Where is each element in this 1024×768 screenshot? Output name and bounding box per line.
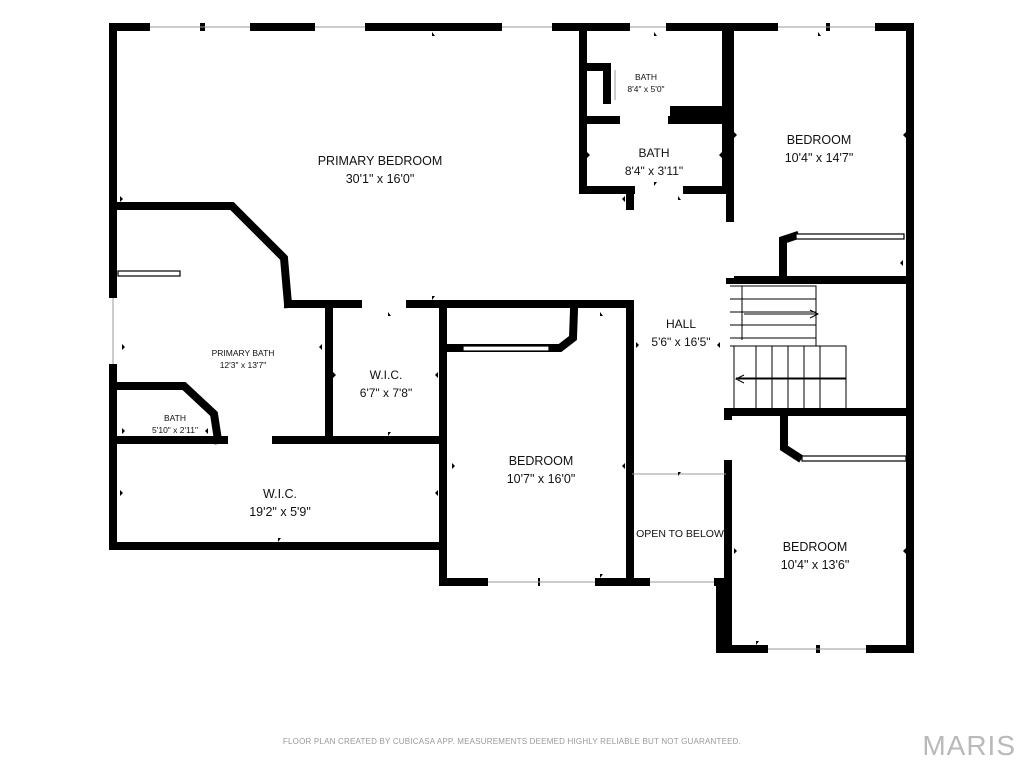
room-name-wic-small: W.I.C. (370, 368, 403, 382)
door-gap (626, 210, 634, 300)
room-name-bath-lower: BATH (638, 146, 669, 160)
room-name-primary-bath: PRIMARY BATH (212, 348, 275, 358)
walls (109, 23, 914, 653)
room-size-hall: 5'6" x 16'5" (651, 335, 710, 349)
door-gap (362, 300, 406, 308)
shelves (117, 233, 907, 462)
room-size-bedroom-ne: 10'4" x 14'7" (785, 151, 854, 165)
door-gap (620, 116, 668, 124)
room-size-bath-lower: 8'4" x 3'11" (625, 164, 683, 178)
fixture-block (670, 106, 724, 120)
room-name-bedroom-se: BEDROOM (783, 540, 848, 554)
brand-logo: MARIS (922, 730, 1016, 761)
room-labels: PRIMARY BEDROOM 30'1" x 16'0" BATH 8'4" … (152, 72, 853, 572)
room-name-hall: HALL (666, 317, 696, 331)
room-size-bedroom-se: 10'4" x 13'6" (781, 558, 850, 572)
stairs (730, 285, 847, 411)
room-name-open-to-below: OPEN TO BELOW (636, 528, 724, 540)
door-gap (726, 222, 734, 278)
room-size-bedroom-center: 10'7" x 16'0" (507, 472, 576, 486)
bedroom-center-closet-wall (445, 305, 579, 352)
room-size-wic-small: 6'7" x 7'8" (360, 386, 412, 400)
bath-small-wall (116, 382, 223, 445)
room-name-wic-long: W.I.C. (263, 487, 297, 501)
door-gap (724, 420, 732, 460)
room-size-bath-upper: 8'4" x 5'0" (627, 84, 664, 94)
bath-stub-wall (583, 63, 611, 104)
room-name-bath-small: BATH (164, 413, 186, 423)
room-size-primary-bedroom: 30'1" x 16'0" (346, 172, 415, 186)
bedroom-se-closet-wall (780, 414, 804, 463)
closet-rod (117, 270, 181, 277)
room-name-bath-upper: BATH (635, 72, 657, 82)
room-name-bedroom-ne: BEDROOM (787, 133, 852, 147)
closet-rod (801, 455, 907, 462)
room-size-bath-small: 5'10" x 2'11" (152, 425, 198, 435)
closet-rod (795, 233, 905, 240)
room-size-primary-bath: 12'3" x 13'7" (220, 360, 267, 370)
primary-bath-diagonal-wall (114, 202, 293, 309)
door-gap (635, 186, 683, 194)
closet-rod (462, 345, 550, 352)
dimension-ticks (120, 32, 906, 645)
disclaimer-note: FLOOR PLAN CREATED BY CUBICASA APP. MEAS… (282, 737, 742, 746)
bedroom-ne-closet-wall (779, 230, 801, 284)
room-name-bedroom-center: BEDROOM (509, 454, 574, 468)
door-gap (228, 436, 272, 444)
room-name-primary-bedroom: PRIMARY BEDROOM (318, 154, 443, 168)
room-size-wic-long: 19'2" x 5'9" (249, 505, 311, 519)
